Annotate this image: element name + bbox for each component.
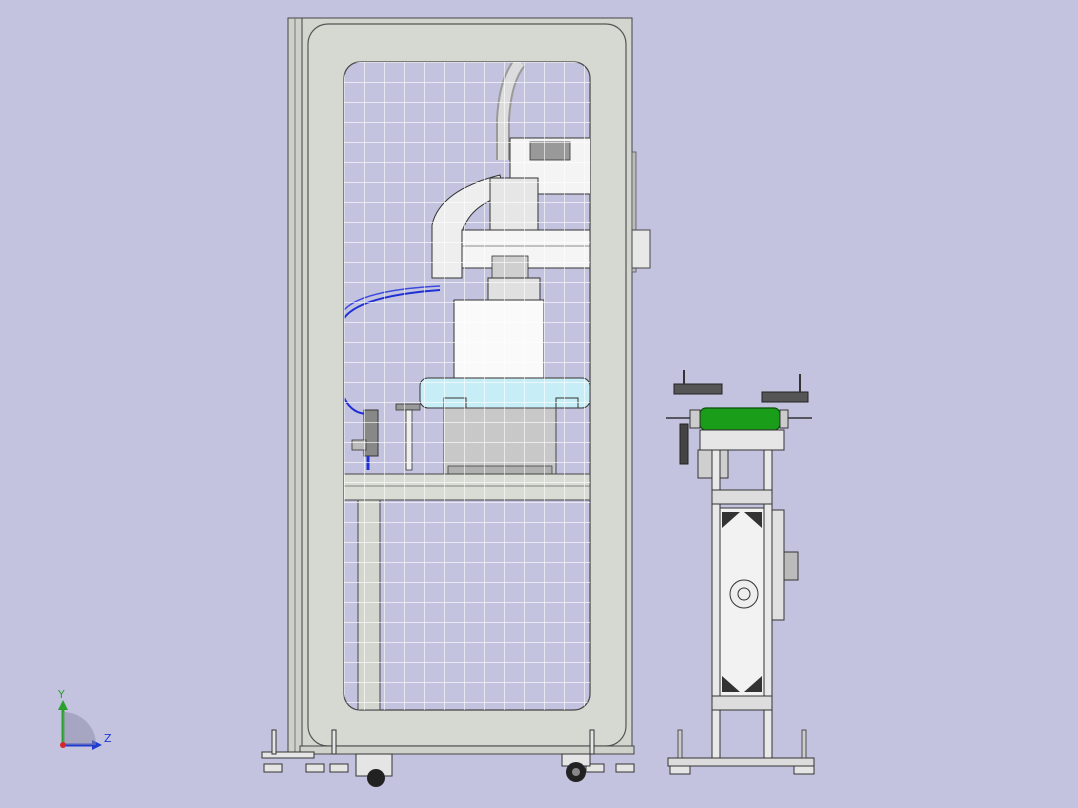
feeder-stand-icon [666, 370, 815, 775]
caster-icon [261, 729, 635, 787]
robot-arm-icon [344, 62, 590, 710]
triad-y-label: Y [58, 688, 65, 701]
triad-z-label: Z [104, 732, 112, 745]
axis-triad [58, 700, 102, 750]
